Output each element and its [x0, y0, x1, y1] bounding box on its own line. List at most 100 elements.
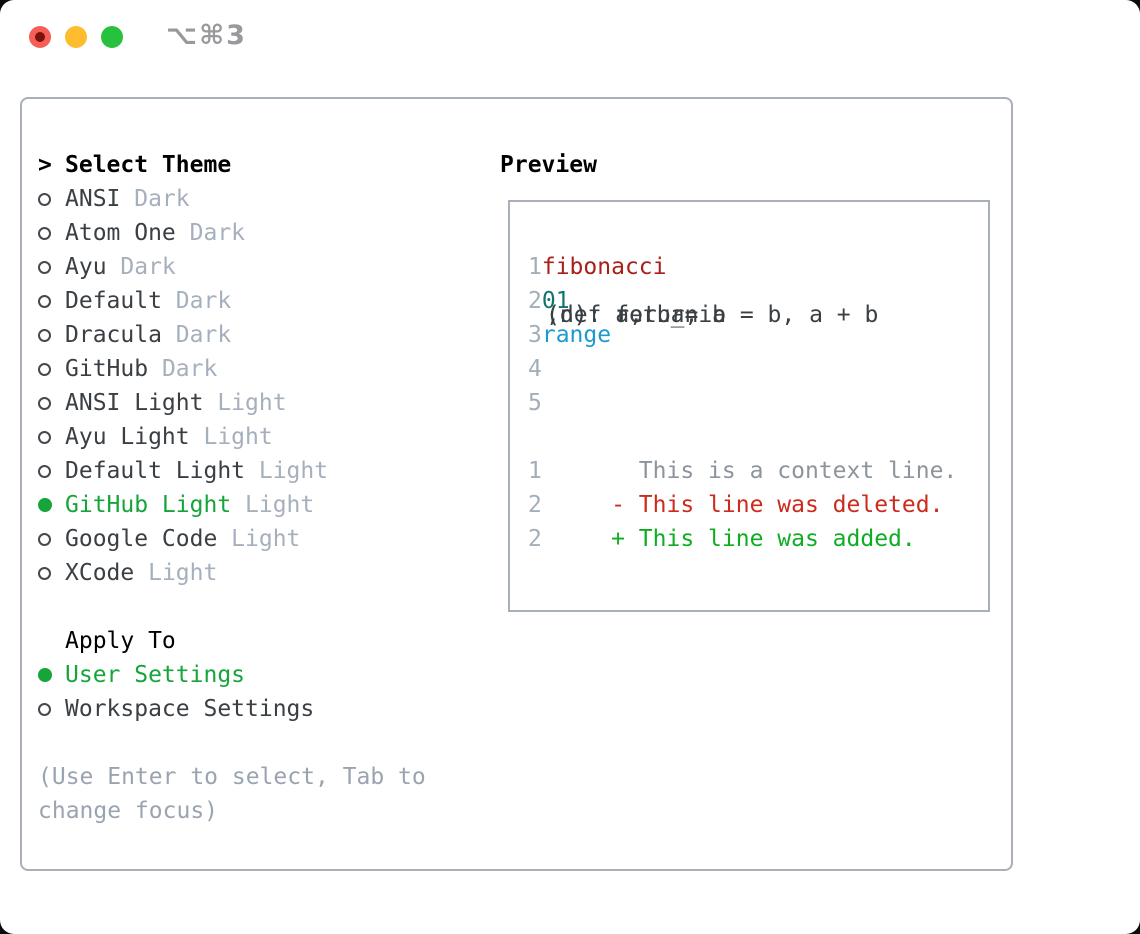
apply-option-user-settings[interactable]: User Settings: [38, 658, 426, 692]
radio-icon: [38, 328, 51, 342]
help-text: change focus): [38, 798, 219, 824]
code-token: 5: [528, 390, 542, 416]
theme-name: ANSI Light: [65, 390, 204, 416]
theme-option-github-light[interactable]: GitHub Light Light: [38, 488, 426, 522]
theme-variant: Light: [231, 526, 301, 552]
code-token: 4: [528, 356, 542, 382]
code-token: 1: [528, 254, 542, 280]
theme-option-default-light[interactable]: Default Light Light: [38, 454, 426, 488]
zoom-button[interactable]: [101, 26, 123, 48]
preview-heading: Preview: [500, 152, 597, 178]
theme-variant: Dark: [161, 356, 218, 382]
radio-icon: [38, 702, 51, 716]
code-token: (n):: [546, 302, 602, 328]
theme-variant: Light: [203, 424, 273, 450]
apply-option-workspace-settings[interactable]: Workspace Settings: [38, 692, 426, 726]
theme-variant: Dark: [189, 220, 246, 246]
theme-name: Google Code: [65, 526, 218, 552]
radio-icon: [38, 362, 51, 376]
theme-option-xcode[interactable]: XCode Light: [38, 556, 426, 590]
theme-name: ANSI: [65, 186, 121, 212]
code-token: fibonacci: [541, 254, 667, 280]
theme-option-ansi[interactable]: ANSI Dark: [38, 182, 426, 216]
code-token: 1: [555, 288, 570, 314]
radio-icon: [38, 294, 51, 308]
theme-variant: Light: [258, 458, 329, 484]
code-token: - This line was deleted.: [541, 492, 944, 518]
radio-icon: [38, 464, 51, 478]
code-token: def: [546, 302, 616, 328]
theme-name: GitHub Light: [65, 492, 232, 518]
radio-icon: [38, 566, 51, 580]
code-token: 0: [541, 288, 556, 314]
theme-variant: Light: [217, 390, 287, 416]
minimize-button[interactable]: [65, 26, 87, 48]
spacer-row: [38, 590, 426, 624]
radio-icon: [38, 226, 51, 240]
code-line: 5 return a: [528, 302, 957, 420]
code-token: 3: [528, 322, 542, 348]
theme-name: Ayu Light: [65, 424, 190, 450]
code-token: 2: [528, 288, 542, 314]
theme-option-default[interactable]: Default Dark: [38, 284, 426, 318]
close-button[interactable]: [29, 26, 51, 48]
theme-list-title: Select Theme: [65, 152, 232, 178]
theme-list-header: > Select Theme: [38, 148, 426, 182]
theme-variant: Dark: [134, 186, 190, 212]
code-token: 2: [528, 492, 542, 518]
selection-cursor-icon: >: [38, 152, 52, 178]
apply-option-label: User Settings: [65, 662, 246, 688]
theme-name: XCode: [65, 560, 135, 586]
radio-icon: [38, 498, 52, 512]
code-token: range: [541, 322, 612, 348]
theme-name: Atom One: [65, 220, 176, 246]
theme-option-dracula[interactable]: Dracula Dark: [38, 318, 426, 352]
window-title: ⌥⌘3: [166, 20, 247, 51]
code-line: 2 - This line was deleted.: [528, 488, 957, 522]
theme-variant: Dark: [175, 288, 232, 314]
code-line: [528, 420, 957, 454]
theme-name: Default Light: [65, 458, 246, 484]
theme-option-atom-one[interactable]: Atom One Dark: [38, 216, 426, 250]
code-token: 1: [528, 458, 542, 484]
code-token: 2: [528, 526, 542, 552]
theme-variant: Dark: [175, 322, 232, 348]
theme-variant: Light: [148, 560, 218, 586]
code-line: 2 + This line was added.: [528, 522, 957, 556]
code-line: 2 a, b = 0, 1: [528, 284, 957, 328]
unsaved-dot-icon: [35, 32, 45, 42]
code-token: + This line was added.: [541, 526, 916, 552]
code-line: 1 def fibonacci (n):: [528, 250, 957, 328]
theme-name: Default: [65, 288, 162, 314]
code-token: This is a context line.: [541, 458, 958, 484]
theme-name: Dracula: [65, 322, 162, 348]
code-token: ,: [546, 302, 574, 328]
code-line: 1 This is a context line.: [528, 454, 957, 488]
radio-icon: [38, 396, 51, 410]
theme-variant: Light: [245, 492, 315, 518]
code-token: (n):: [546, 302, 602, 328]
help-text: (Use Enter to select, Tab to: [38, 764, 426, 790]
theme-option-ayu-light[interactable]: Ayu Light Light: [38, 420, 426, 454]
theme-option-github[interactable]: GitHub Dark: [38, 352, 426, 386]
apply-option-label: Workspace Settings: [65, 696, 315, 722]
code-line: 3 for _ in range(n):: [528, 302, 957, 352]
theme-option-google-code[interactable]: Google Code Light: [38, 522, 426, 556]
theme-option-ansi-light[interactable]: ANSI Light Light: [38, 386, 426, 420]
code-token: for _ in: [546, 302, 740, 328]
apply-to-title: Apply To: [65, 628, 176, 654]
theme-option-ayu[interactable]: Ayu Dark: [38, 250, 426, 284]
titlebar: ⌥⌘3: [0, 0, 1140, 76]
theme-variant: Dark: [120, 254, 176, 280]
radio-icon: [38, 192, 51, 206]
apply-to-header: Apply To: [38, 624, 426, 658]
theme-name: Ayu: [65, 254, 107, 280]
theme-name: GitHub: [65, 356, 149, 382]
radio-icon: [38, 260, 51, 274]
radio-icon: [38, 532, 51, 546]
